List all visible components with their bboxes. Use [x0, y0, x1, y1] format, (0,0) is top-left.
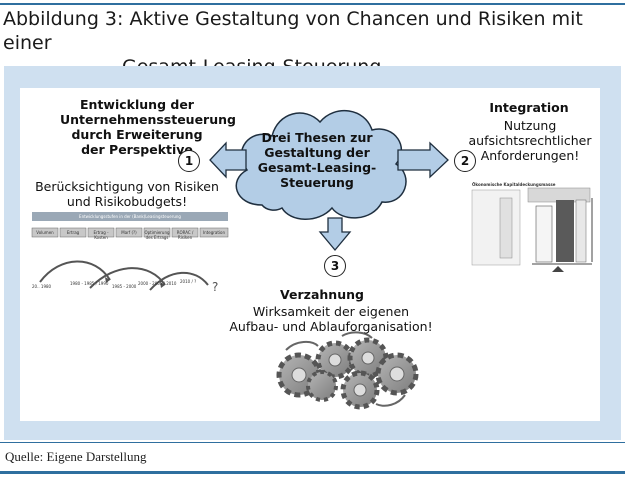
- thumb-year-1: 20.. 1980: [32, 284, 52, 289]
- thumb-col-7: Integration: [202, 230, 226, 235]
- thesis2-number-badge: 2: [454, 150, 476, 172]
- thumb-year-3: 1985 - 2000: [112, 284, 137, 289]
- thumb-year-4: 2000 - 2005 / 2010: [138, 281, 177, 286]
- arrow-left: [209, 141, 247, 179]
- thumbnail-evolution-stages: [31, 212, 229, 291]
- thumb-col-5: Optimierung des Ertrags: [144, 230, 170, 240]
- thumb-col-1: Volumen: [36, 230, 54, 235]
- thesis-cloud: [235, 109, 407, 220]
- thesis2-heading: Integration: [489, 100, 569, 115]
- arrow-right: [397, 141, 449, 179]
- thumb-year-5: 2010 / ?: [180, 279, 197, 284]
- thesis3-subtext: Wirksamkeit der eigenen Aufbau- und Abla…: [229, 304, 433, 334]
- thumb-year-2: 1980 - 1985 / 1990: [70, 281, 109, 286]
- thumb-col-4: Marf (?): [121, 230, 137, 235]
- thumb-evolution-title: Entwicklungsstufen in der (Bank)Leasings…: [79, 214, 181, 219]
- bottom-rule: [0, 471, 625, 474]
- thesis1-heading: Entwicklung der Unternehmenssteuerung du…: [60, 97, 236, 157]
- thesis2-subtext: Nutzung aufsichtsrechtlicher Anforderung…: [468, 118, 592, 163]
- thumb-capital-title: Ökonomische Kapitaldeckungsmasse: [472, 182, 556, 187]
- cloud-text: Drei Thesen zur Gestaltung der Gesamt-Le…: [257, 130, 377, 190]
- thesis1-number-badge: 1: [178, 150, 200, 172]
- figure-source: Quelle: Eigene Darstellung: [5, 449, 147, 464]
- source-rule: [0, 442, 625, 443]
- thumbnail-capital-adequacy: [471, 187, 593, 272]
- thesis3-number-badge: 3: [324, 255, 346, 277]
- gear-icons: [276, 331, 419, 410]
- thumb-col-3: Ertrag - Kosten: [93, 230, 109, 240]
- thesis1-subtext: Berücksichtigung von Risiken und Risikob…: [35, 179, 219, 209]
- thumb-col-2: Ertrag: [66, 230, 80, 235]
- arrow-down: [318, 217, 352, 252]
- top-rule: [0, 3, 625, 5]
- thesis3-heading: Verzahnung: [280, 287, 364, 302]
- thumb-col-6: RORAC / Risiken: [176, 230, 194, 240]
- figure-title-line1: Abbildung 3: Aktive Gestaltung von Chanc…: [3, 8, 583, 54]
- thumb-question-mark: ?: [212, 280, 219, 294]
